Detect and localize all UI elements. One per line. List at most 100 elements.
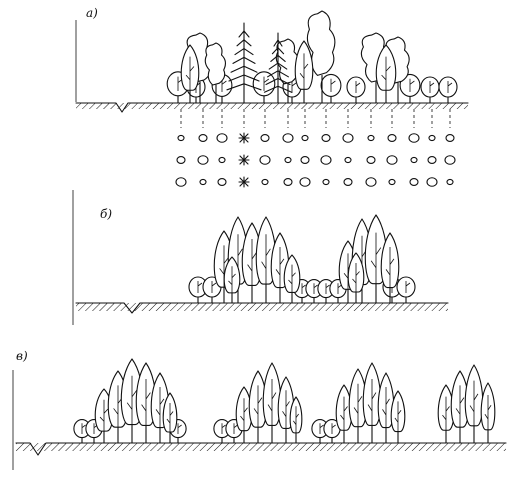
- tree-veins: [275, 247, 285, 288]
- seed-circle: [387, 134, 397, 142]
- seed-circle: [218, 156, 226, 164]
- panel-v-ground-line: [15, 442, 507, 456]
- panel-b-soil-hatch: [76, 303, 448, 311]
- shrub-veins: [291, 81, 297, 93]
- tree-veins: [288, 264, 296, 293]
- seed-circle: [261, 178, 269, 186]
- seed-circle: [300, 156, 310, 164]
- tree-veins: [455, 385, 465, 428]
- shrub-veins: [447, 81, 453, 93]
- seed-circle: [216, 133, 228, 143]
- tree-veins: [299, 53, 309, 90]
- panel-a-ground-line: [75, 102, 469, 113]
- seed-circle: [321, 134, 331, 142]
- shrub-veins: [325, 283, 330, 294]
- shrub-veins: [301, 283, 306, 294]
- seed-circle: [320, 155, 332, 165]
- shrub-veins: [409, 78, 415, 92]
- seed-circle: [428, 134, 436, 142]
- tree-veins: [442, 396, 450, 431]
- panel-v: в): [12, 349, 507, 470]
- shrub-veins: [177, 423, 182, 434]
- tree-veins: [155, 387, 165, 428]
- shrub-veins: [233, 423, 238, 434]
- tree-veins: [267, 379, 277, 426]
- tree-veins: [282, 390, 290, 429]
- shrub-veins: [405, 281, 411, 293]
- seed-circle: [177, 134, 185, 142]
- panel-a-root-rows: [175, 109, 456, 188]
- seed-circle: [408, 133, 420, 143]
- shrub-veins: [263, 76, 270, 91]
- tree-veins: [240, 398, 248, 431]
- seed-circle: [199, 178, 207, 186]
- tree-veins: [394, 401, 402, 432]
- panel-v-trees: [73, 358, 496, 444]
- seed-star: [238, 176, 250, 188]
- tree-veins: [367, 379, 377, 426]
- panel-a-trees: [166, 10, 458, 104]
- panel-b-trees: [188, 214, 416, 304]
- tree-veins: [228, 266, 236, 293]
- seed-circle: [198, 134, 208, 142]
- seed-circle: [175, 177, 187, 187]
- shrub-veins: [221, 423, 226, 434]
- panel-a-label: а): [86, 6, 98, 20]
- seed-circle: [444, 155, 456, 165]
- shrub-veins: [331, 423, 336, 434]
- seed-circle: [343, 178, 353, 186]
- seed-circle: [176, 156, 186, 164]
- tree-veins: [141, 379, 151, 426]
- seed-circle: [259, 155, 271, 165]
- shrub-veins: [197, 281, 203, 293]
- seed-circle: [283, 178, 293, 186]
- seed-circle: [217, 178, 227, 186]
- tree-veins: [352, 263, 360, 292]
- seed-circle: [299, 177, 311, 187]
- tree-veins: [484, 395, 492, 430]
- seed-circle: [260, 134, 270, 142]
- tree-veins: [185, 56, 195, 91]
- tree-veins: [370, 232, 382, 284]
- panel-a: а): [75, 6, 469, 188]
- tree-veins: [469, 380, 479, 426]
- conifer-branches: [226, 30, 262, 91]
- tree-veins: [99, 399, 109, 432]
- shrub-veins: [330, 78, 336, 92]
- shrub-veins: [355, 81, 361, 93]
- tree-veins: [261, 234, 271, 285]
- seed-circle: [427, 156, 437, 164]
- seed-circle: [426, 177, 438, 187]
- seed-circle: [365, 177, 377, 187]
- shrub-veins: [313, 283, 318, 294]
- seed-circle: [410, 156, 418, 164]
- seed-circle: [282, 133, 294, 143]
- seed-circle: [284, 156, 292, 164]
- panel-v-soil-hatch: [16, 443, 506, 451]
- shrub-veins: [319, 423, 324, 434]
- seed-circle: [386, 155, 398, 165]
- tree-veins: [166, 403, 174, 432]
- seed-circle: [366, 156, 376, 164]
- tree-veins: [253, 385, 263, 428]
- seed-circle: [367, 134, 375, 142]
- seed-circle: [409, 178, 419, 186]
- tree-crown: [306, 10, 336, 76]
- seed-circle: [446, 178, 454, 186]
- panel-b-ground-line: [75, 302, 449, 314]
- panel-a-soil-hatch: [76, 103, 468, 109]
- panel-b: б): [72, 190, 449, 325]
- tree-veins: [385, 247, 395, 288]
- tree-veins: [340, 396, 348, 431]
- seed-circle: [342, 133, 354, 143]
- shrub-veins: [429, 81, 435, 93]
- tree-veins: [353, 383, 363, 427]
- tree-crown: [204, 42, 227, 86]
- seed-circle: [322, 178, 330, 186]
- seed-star: [238, 132, 250, 144]
- panel-b-label: б): [100, 207, 112, 221]
- seed-circle: [388, 178, 396, 186]
- tree-veins: [382, 387, 390, 428]
